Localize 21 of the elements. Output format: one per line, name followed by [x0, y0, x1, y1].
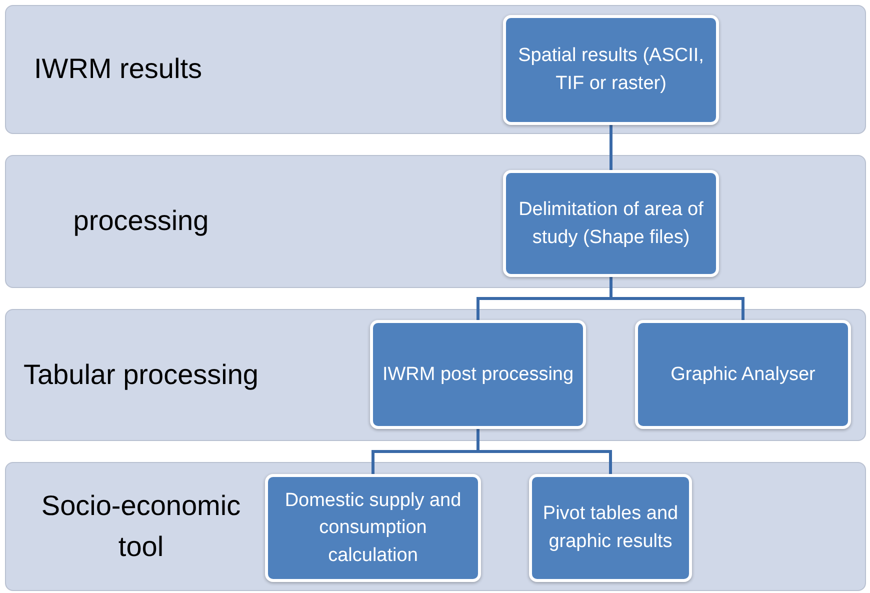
connector-line: [610, 125, 612, 170]
process-box: [529, 474, 692, 582]
box-label: Domestic supply and consumption calculation: [284, 488, 462, 568]
process-box: [265, 474, 481, 582]
process-box: [370, 320, 586, 429]
stage-label: Socio-economic tool: [40, 488, 242, 564]
stage-band: [5, 309, 866, 441]
process-box: [503, 170, 719, 277]
stage-label: IWRM results: [34, 52, 202, 86]
stage-band: [5, 155, 866, 288]
box-label: IWRM post processing: [382, 362, 574, 387]
process-box: [503, 15, 719, 125]
stage-band: [5, 462, 866, 591]
box-label: Graphic Analyser: [670, 362, 816, 387]
stage-band: [5, 5, 866, 134]
box-label: Pivot tables and graphic results: [542, 502, 680, 554]
stage-label: Tabular processing: [23, 358, 259, 392]
box-label: Spatial results (ASCII, TIF or raster): [517, 44, 705, 96]
process-box: [635, 320, 851, 429]
stage-label: processing: [73, 204, 209, 238]
box-label: Delimitation of area of study (Shape files): [518, 198, 704, 250]
